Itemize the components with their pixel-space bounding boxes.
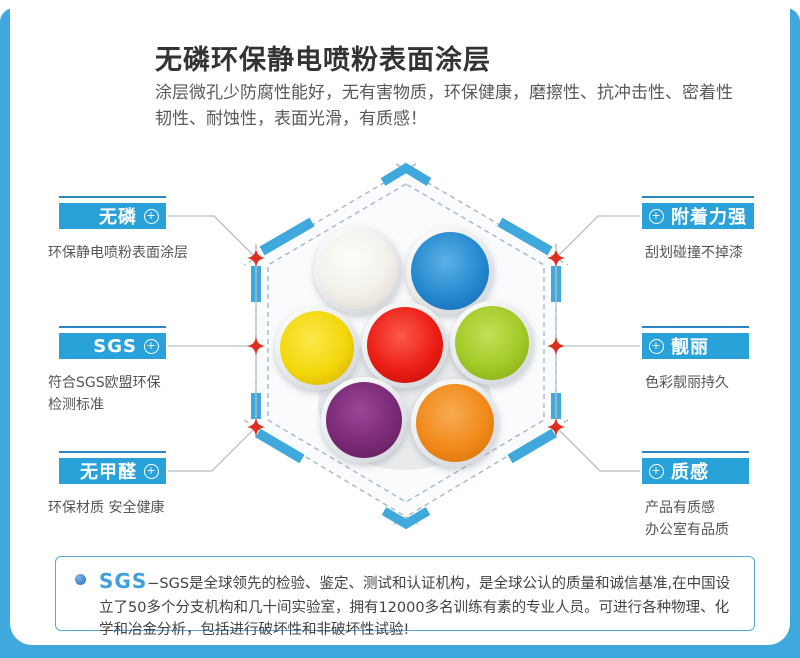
feature-desc-line: 产品有质感 — [645, 500, 715, 516]
circle-plus-icon: + — [649, 208, 664, 224]
powder-jar-orange — [411, 379, 499, 467]
feature-desc-no-phosphorus: 环保静电喷粉表面涂层 — [48, 242, 188, 264]
powder-jar-white — [314, 226, 402, 314]
feature-desc-line: 刮划碰撞不掉漆 — [645, 245, 743, 261]
feature-label: 无磷 — [99, 207, 137, 228]
feature-desc-adhesion: 刮划碰撞不掉漆 — [645, 242, 743, 264]
powder-jar-blue — [406, 227, 494, 315]
powder-jar-green — [450, 301, 534, 385]
powder-jar-yellow — [275, 306, 359, 390]
feature-desc-line: 检测标准 — [48, 397, 104, 413]
page-description: 涂层微孔少防腐性能好，无有害物质，环保健康，磨擦性、抗冲击性、密着性 韧性、耐蚀… — [155, 80, 733, 133]
sgs-note-text: SGS−SGS是全球领先的检验、鉴定、测试和认证机构，是全球公认的质量和诚信基准… — [99, 566, 738, 638]
page-description-line2: 韧性、耐蚀性，表面光滑，有质感！ — [155, 109, 427, 130]
circle-plus-icon: + — [144, 463, 159, 479]
page-title: 无磷环保静电喷粉表面涂层 — [155, 45, 491, 76]
feature-badge-sgs: SGS + — [59, 326, 166, 359]
feature-label: 无甲醛 — [80, 462, 137, 483]
circle-plus-icon: + — [649, 463, 664, 479]
powder-orange — [416, 384, 494, 462]
powder-green — [455, 306, 529, 380]
feature-badge-texture: + 质感 — [642, 451, 749, 484]
powder-yellow — [280, 311, 354, 385]
powder-jar-purple — [321, 377, 407, 463]
sgs-brand: SGS — [99, 569, 148, 593]
feature-desc-line: 环保材质 安全健康 — [48, 500, 165, 516]
feature-badge-no-formaldehyde: 无甲醛 + — [59, 451, 166, 484]
powder-blue — [411, 232, 489, 310]
sgs-note-box: SGS−SGS是全球领先的检验、鉴定、测试和认证机构，是全球公认的质量和诚信基准… — [55, 556, 755, 638]
feature-desc-line: 环保静电喷粉表面涂层 — [48, 245, 188, 261]
page-description-line1: 涂层微孔少防腐性能好，无有害物质，环保健康，磨擦性、抗冲击性、密着性 — [155, 83, 733, 103]
feature-desc-no-formaldehyde: 环保材质 安全健康 — [48, 497, 164, 519]
feature-desc-line: 色彩靓丽持久 — [645, 375, 729, 391]
feature-desc-line: 符合SGS欧盟环保 — [48, 375, 161, 391]
powder-white — [319, 231, 397, 309]
feature-desc-bright: 色彩靓丽持久 — [645, 372, 729, 394]
circle-plus-icon: + — [144, 338, 159, 354]
feature-label: SGS — [93, 335, 137, 357]
feature-badge-adhesion: + 附着力强 — [642, 196, 754, 229]
sgs-note-body: −SGS是全球领先的检验、鉴定、测试和认证机构，是全球公认的质量和诚信基准,在中… — [99, 576, 731, 639]
feature-badge-no-phosphorus: 无磷 + — [59, 196, 166, 229]
circle-plus-icon: + — [144, 208, 159, 224]
powder-red — [367, 307, 443, 383]
feature-badge-bright: + 靓丽 — [642, 326, 749, 359]
powder-purple — [326, 382, 402, 458]
feature-desc-sgs: 符合SGS欧盟环保 检测标准 — [48, 372, 161, 416]
feature-label: 靓丽 — [671, 337, 709, 358]
bullet-dot-icon — [75, 574, 86, 585]
powder-jar-red — [362, 302, 448, 388]
feature-label: 附着力强 — [671, 207, 747, 228]
feature-label: 质感 — [671, 462, 709, 483]
feature-desc-line: 办公室有品质 — [645, 522, 729, 538]
feature-desc-texture: 产品有质感 办公室有品质 — [645, 497, 729, 541]
circle-plus-icon: + — [649, 338, 664, 354]
